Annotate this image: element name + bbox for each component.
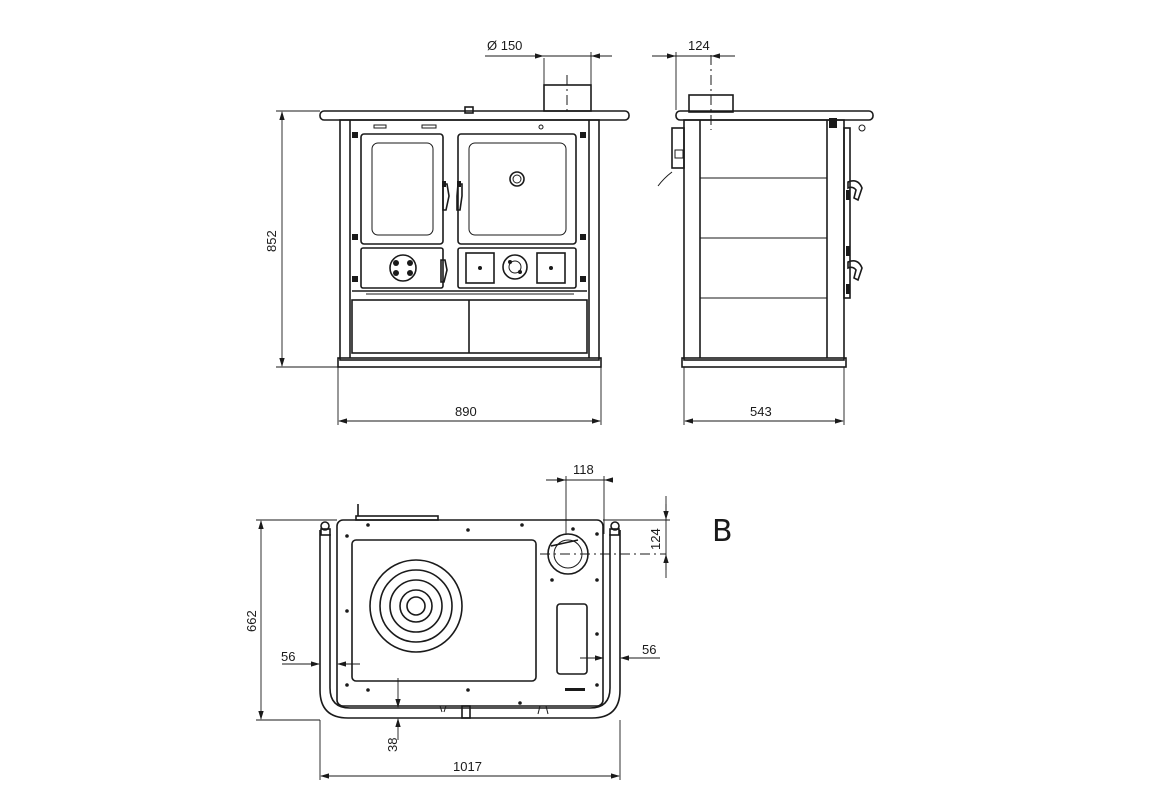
top-view	[319, 504, 666, 719]
dim-side-offset: 124	[688, 38, 710, 53]
center-air-knob	[502, 254, 528, 280]
dim-top-front-offset: 38	[385, 738, 400, 752]
front-base	[337, 357, 602, 368]
top-reservoir-slot	[556, 603, 588, 675]
side-body	[683, 119, 845, 361]
left-air-knob	[389, 254, 417, 282]
dim-top-width: 1017	[453, 759, 482, 774]
front-oven-door	[457, 133, 577, 245]
front-left-door	[360, 133, 444, 245]
oven-thermometer	[509, 171, 525, 187]
front-right-lower-panel	[457, 247, 577, 289]
front-body	[339, 119, 600, 361]
top-cooktop	[336, 519, 604, 707]
dim-front-height: 852	[264, 230, 279, 252]
front-cooktop	[319, 110, 630, 121]
front-view	[319, 75, 630, 368]
lower-handle	[440, 259, 448, 283]
dim-top-left-margin: 56	[281, 649, 295, 664]
side-handle-lower	[847, 260, 863, 282]
side-view	[657, 55, 874, 368]
dim-top-flue-width: 118	[573, 462, 594, 477]
side-base	[681, 357, 847, 368]
top-dimensions: 118 124 662 56 56 38 1017	[244, 462, 670, 780]
dim-top-flue-offset: 124	[648, 528, 663, 550]
oven-door-handle	[456, 183, 463, 211]
view-label: B	[712, 514, 733, 549]
left-door-handle	[442, 183, 450, 211]
front-dimensions: Ø 150 852 890	[264, 38, 612, 425]
side-handle-upper	[847, 180, 863, 202]
dim-side-depth: 543	[750, 404, 772, 419]
right-lower-square-left	[465, 252, 495, 284]
dim-flue-diameter: Ø 150	[487, 38, 522, 53]
top-cooking-surface	[351, 539, 537, 682]
dim-top-depth: 662	[244, 610, 259, 632]
top-hob-ring-outer	[369, 559, 463, 653]
dim-front-width: 890	[455, 404, 477, 419]
side-dimensions: 124 543	[652, 38, 845, 425]
right-lower-square-right	[536, 252, 566, 284]
dim-top-right-margin: 56	[642, 642, 656, 657]
front-left-lower-panel	[360, 247, 444, 289]
